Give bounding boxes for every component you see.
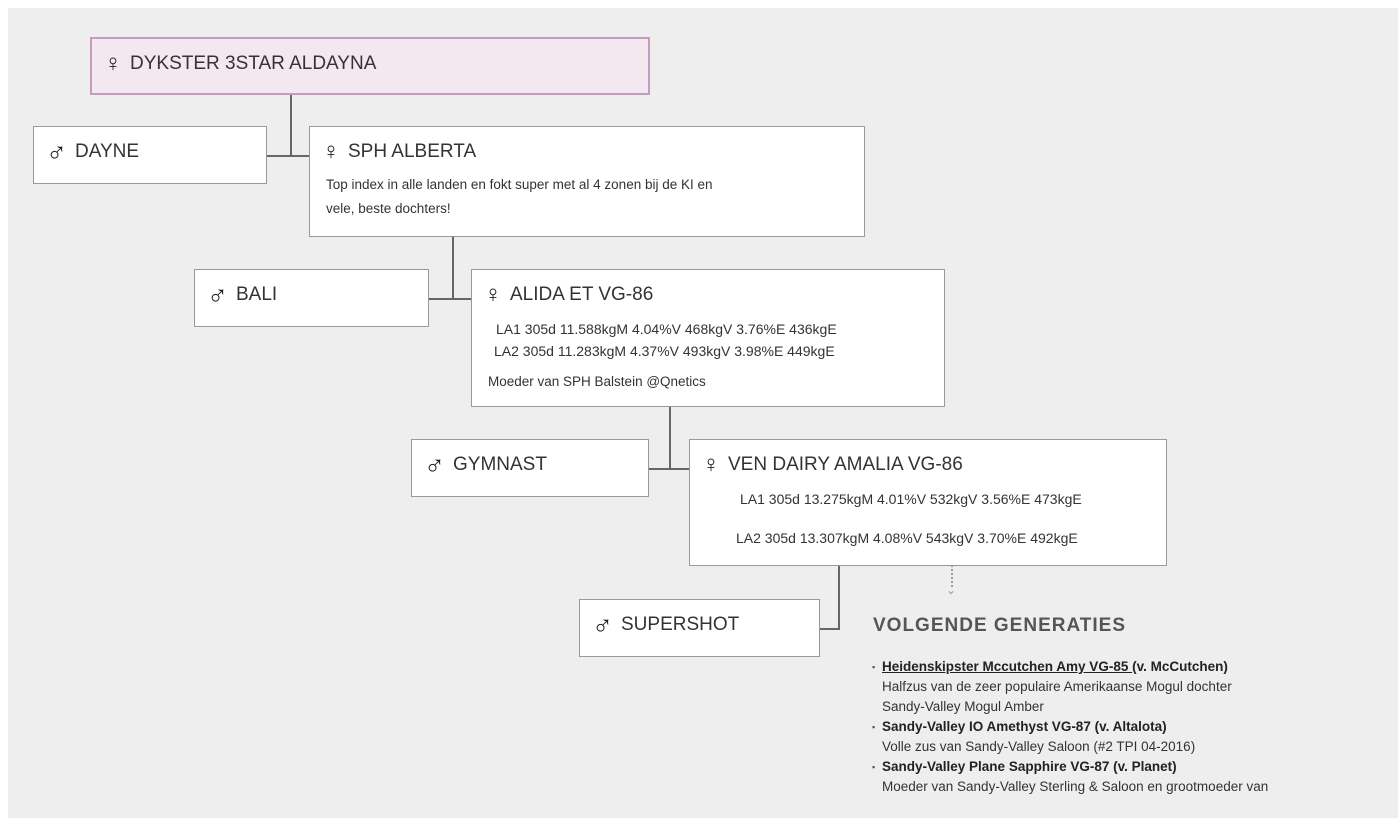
node-dayne[interactable]: ♂ DAYNE [33,126,267,184]
node-note: Moeder van SPH Balstein @Qnetics [488,374,706,389]
lactation-1: LA1 305d 13.275kgM 4.01%V 532kgV 3.56%E … [740,491,1082,507]
connector-line [290,94,292,156]
male-icon: ♂ [46,136,67,167]
female-icon: ♀ [484,281,502,308]
list-item: Heidenskipster Mccutchen Amy VG-85 (v. M… [872,657,1372,717]
node-name: SPH ALBERTA [348,141,477,162]
node-name: GYMNAST [453,454,547,475]
node-name: DYKSTER 3STAR ALDAYNA [130,53,377,74]
node-alida-et[interactable]: ♀ ALIDA ET VG-86 LA1 305d 11.588kgM 4.04… [471,269,945,407]
node-name: DAYNE [75,141,140,162]
connector-line [452,236,454,299]
node-name: SUPERSHOT [621,614,740,635]
node-sph-alberta[interactable]: ♀ SPH ALBERTA Top index in alle landen e… [309,126,865,237]
node-dykster-3star-aldayna[interactable]: ♀ DYKSTER 3STAR ALDAYNA [90,37,650,95]
node-name: VEN DAIRY AMALIA VG-86 [728,454,963,475]
generation-link[interactable]: Heidenskipster Mccutchen Amy VG-85 [882,659,1133,674]
node-gymnast[interactable]: ♂ GYMNAST [411,439,649,497]
lactation-2: LA2 305d 11.283kgM 4.37%V 493kgV 3.98%E … [494,343,835,359]
female-icon: ♀ [322,138,340,165]
pedigree-diagram: ♀ DYKSTER 3STAR ALDAYNA ♂ DAYNE ♀ SPH AL… [8,8,1398,818]
connector-line [266,155,310,157]
lactation-2: LA2 305d 13.307kgM 4.08%V 543kgV 3.70%E … [736,530,1078,546]
female-icon: ♀ [702,451,720,478]
node-description: Top index in alle landen en fokt super m… [326,177,713,216]
next-generations-title: VOLGENDE GENERATIES [873,615,1127,636]
node-supershot[interactable]: ♂ SUPERSHOT [579,599,820,657]
connector-line [428,298,472,300]
list-item: Sandy-Valley Plane Sapphire VG-87 (v. Pl… [872,757,1372,797]
list-item: Sandy-Valley IO Amethyst VG-87 (v. Altal… [872,717,1372,757]
next-generations-list: Heidenskipster Mccutchen Amy VG-85 (v. M… [872,657,1372,797]
lactation-1: LA1 305d 11.588kgM 4.04%V 468kgV 3.76%E … [496,321,837,337]
node-name: BALI [236,284,278,305]
male-icon: ♂ [207,279,228,310]
male-icon: ♂ [424,449,445,480]
connector-line [838,565,840,629]
male-icon: ♂ [592,609,613,640]
node-name: ALIDA ET VG-86 [510,284,654,305]
connector-line [819,628,840,630]
female-icon: ♀ [104,50,122,77]
connector-line [669,406,671,469]
node-ven-dairy-amalia[interactable]: ♀ VEN DAIRY AMALIA VG-86 LA1 305d 13.275… [689,439,1167,566]
node-bali[interactable]: ♂ BALI [194,269,429,327]
connector-line [648,468,690,470]
arrow-down-icon: ⌄ [946,583,957,597]
dotted-arrow [951,565,955,587]
